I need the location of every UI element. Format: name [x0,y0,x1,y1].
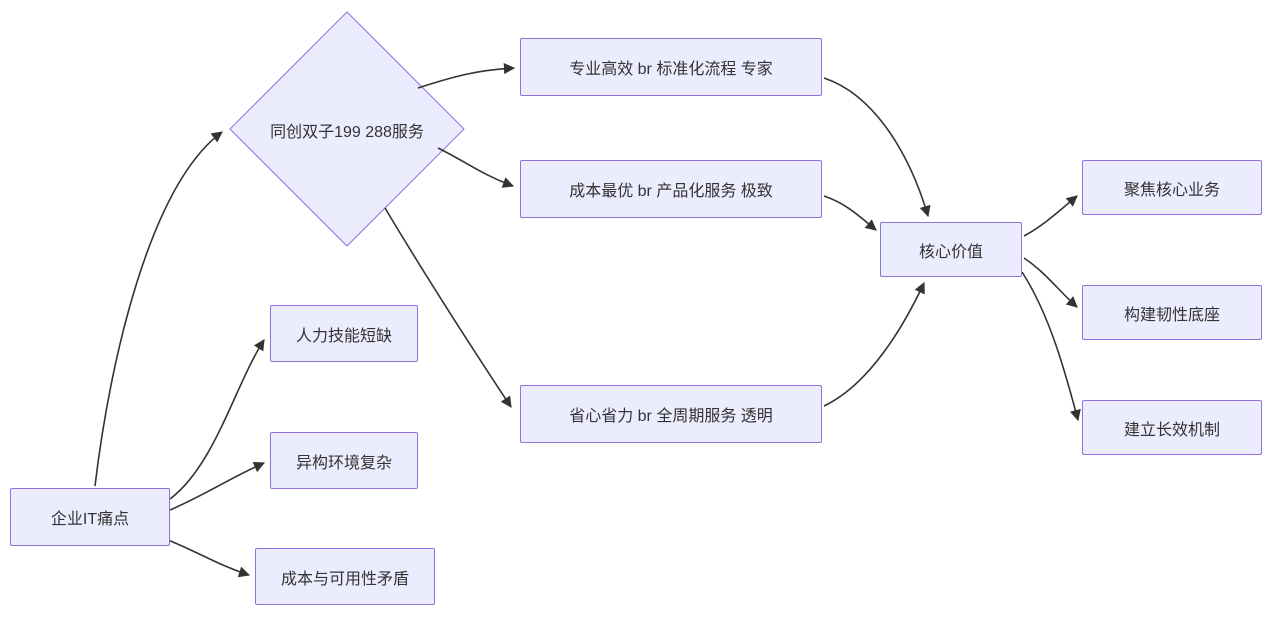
node-enterprise-it-pain: 企业IT痛点 [10,488,170,546]
edge-professional-to-core-value [823,77,931,218]
edge-cost-optimal-to-core-value [823,195,877,231]
node-cost-availability-conflict: 成本与可用性矛盾 [255,548,435,605]
node-core-value: 核心价值 [880,222,1022,277]
node-cost-optimal: 成本最优 br 产品化服务 极致 [520,160,822,218]
edge-pain-to-skill [169,339,265,500]
node-professional-efficient: 专业高效 br 标准化流程 专家 [520,38,822,96]
edge-service-to-cost-optimal [437,147,515,188]
edge-core-value-to-long-term [1021,271,1081,422]
edge-service-to-professional [417,62,516,89]
node-worry-free: 省心省力 br 全周期服务 透明 [520,385,822,443]
edge-core-value-to-resilient [1023,257,1078,308]
edge-core-value-to-focus [1023,195,1078,237]
node-focus-core-business: 聚焦核心业务 [1082,160,1262,215]
node-skill-shortage: 人力技能短缺 [270,305,418,362]
node-long-term-mechanism: 建立长效机制 [1082,400,1262,455]
edge-worry-free-to-core-value [823,281,925,407]
edge-pain-to-hetero [169,461,266,511]
edge-pain-to-cost-conflict [167,539,251,578]
edge-service-to-worry-free [384,207,512,408]
node-resilient-foundation: 构建韧性底座 [1082,285,1262,340]
node-heterogeneous-env: 异构环境复杂 [270,432,418,489]
edge-pain-to-service [94,131,223,487]
node-service-label: 同创双子199 288服务 [270,124,424,141]
node-service-diamond-shape [229,11,465,247]
